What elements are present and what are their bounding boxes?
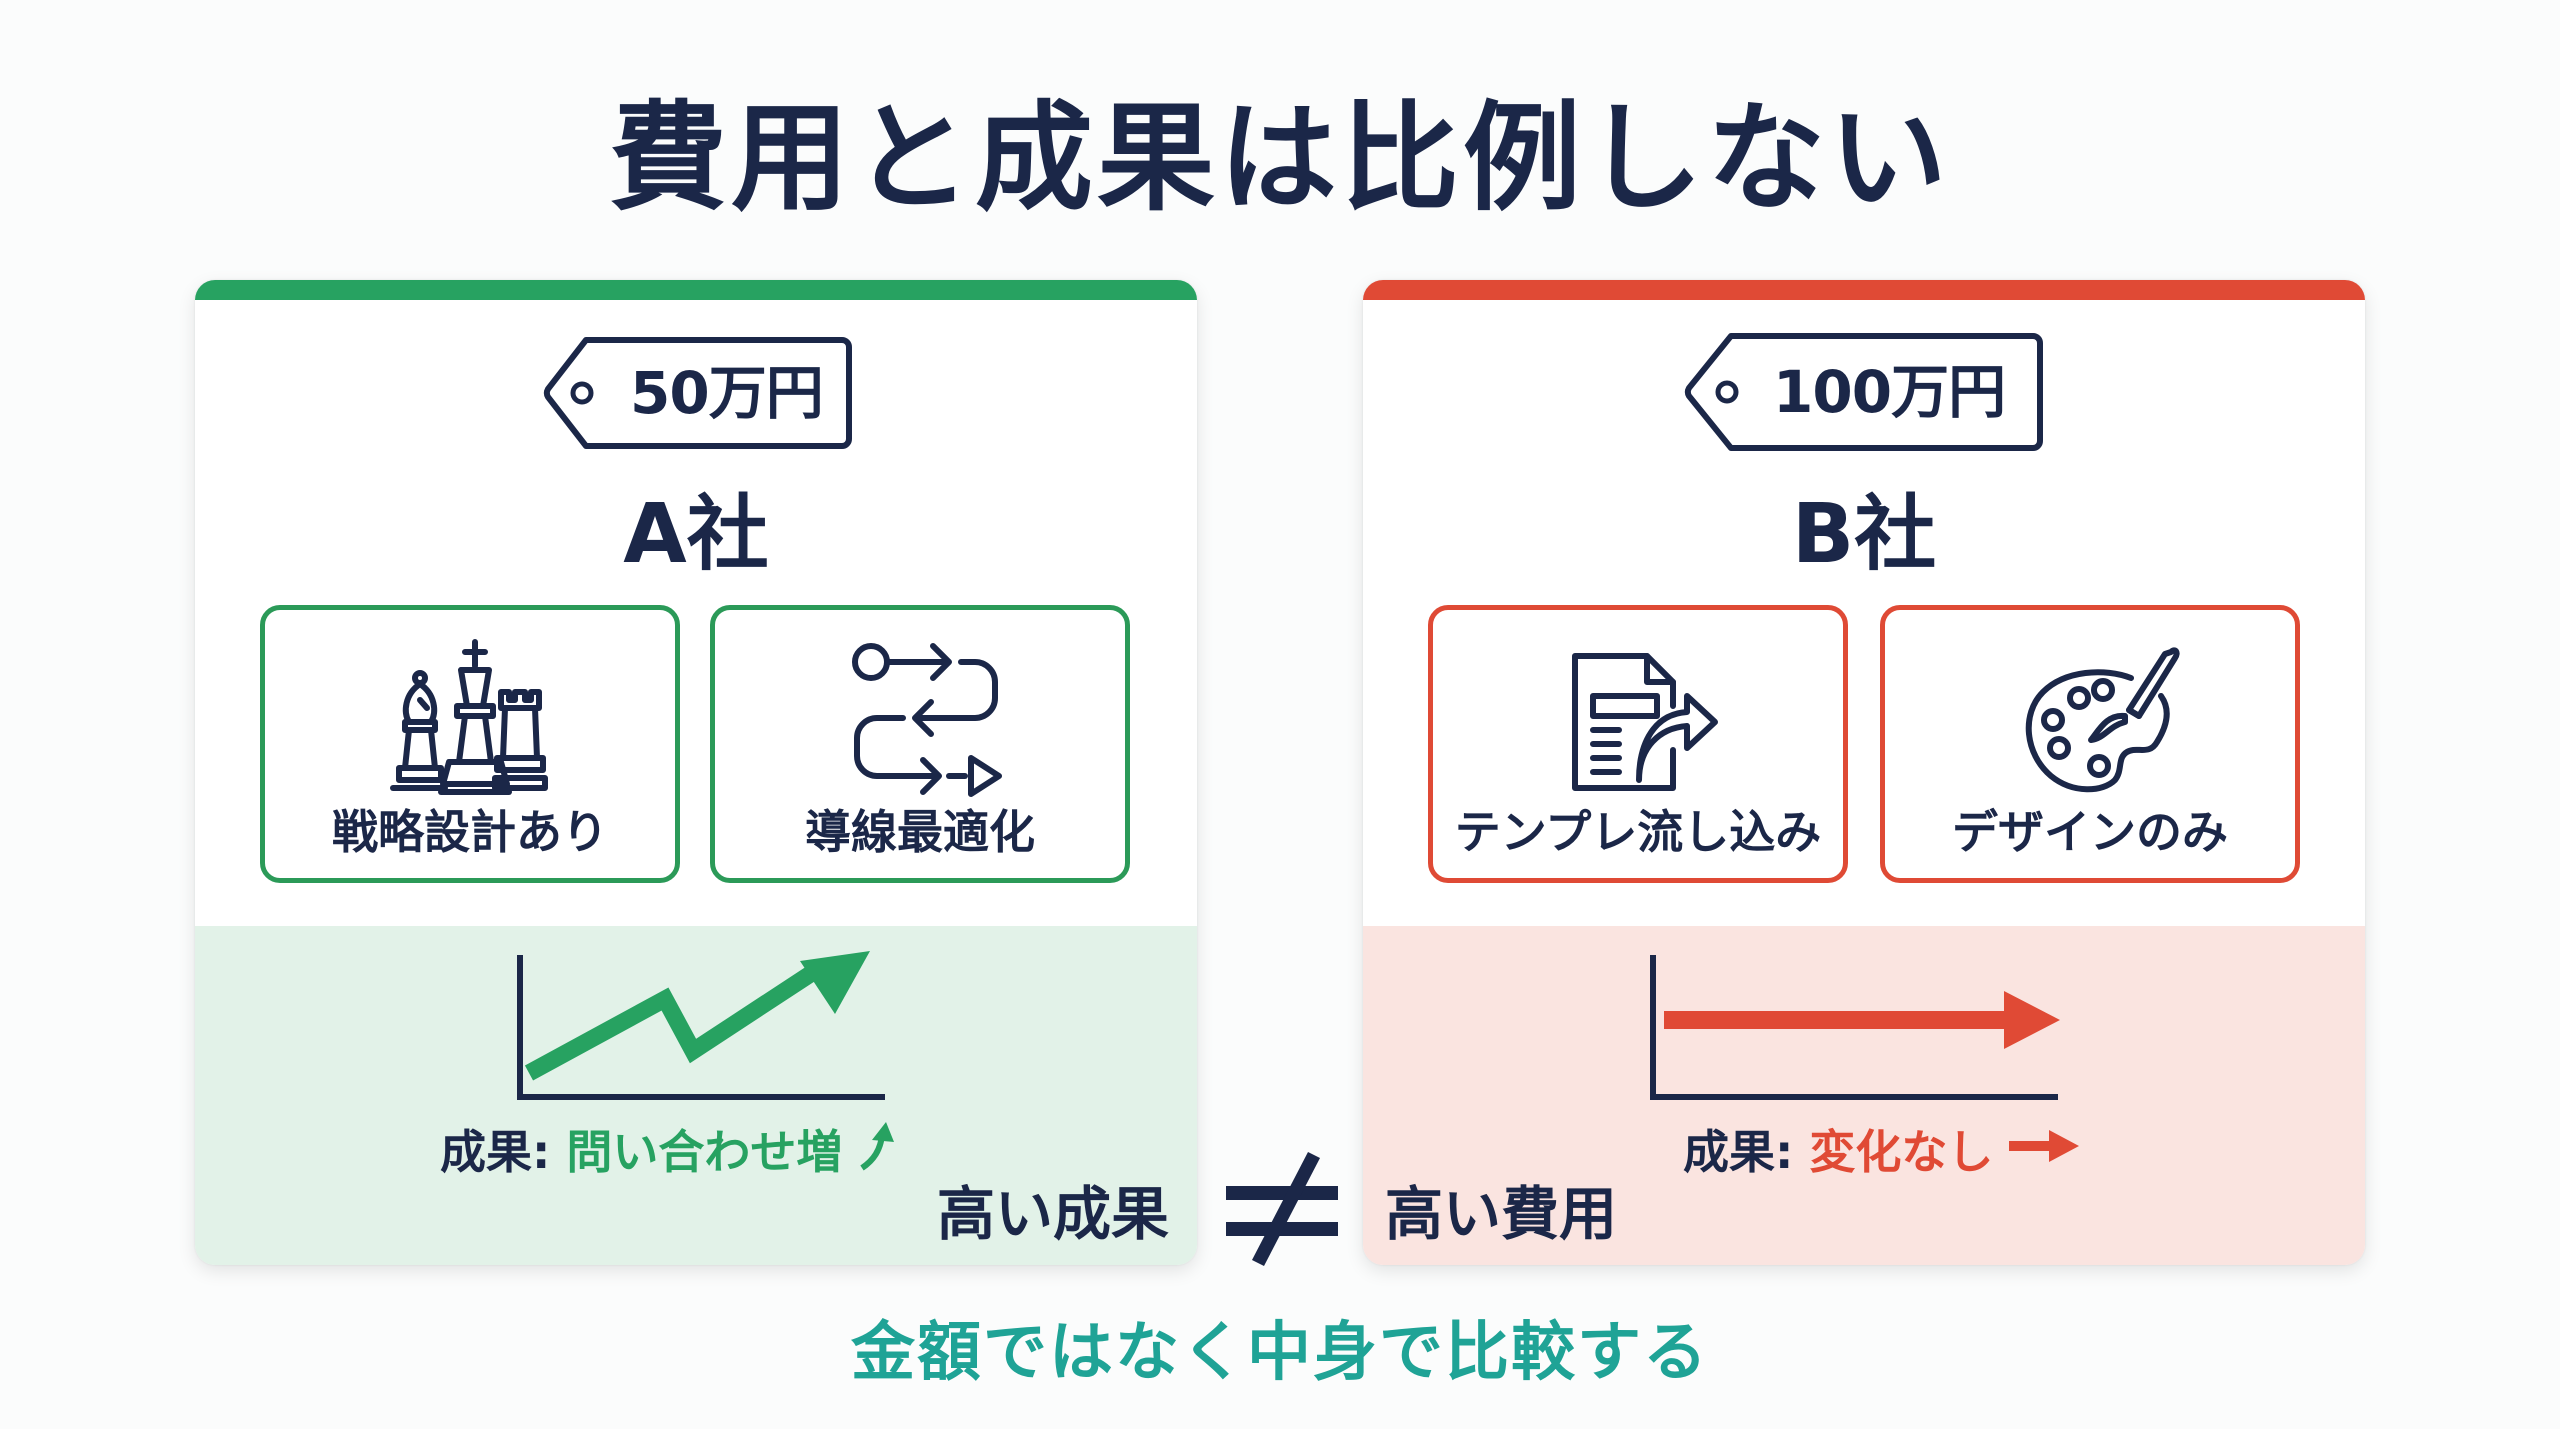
result-section: 成果: 変化なし 高い費用 — [1363, 926, 2365, 1265]
feature-label: 戦略設計あり — [332, 805, 608, 859]
chess-pieces-icon — [390, 639, 548, 795]
flat-trend-chart-icon — [1650, 955, 2060, 1100]
result-key: 成果: — [1683, 1125, 1794, 1179]
feature-label: 導線最適化 — [805, 805, 1035, 859]
result-text: 成果: 変化なし — [1683, 1122, 2081, 1182]
template-document-icon — [1572, 653, 1718, 791]
company-name: A社 — [623, 487, 769, 582]
company-name: B社 — [1791, 487, 1937, 582]
result-value: 変化なし — [1809, 1125, 1994, 1179]
feature-template-fill: テンプレ流し込み — [1428, 605, 1848, 883]
rising-trend-chart-icon — [517, 951, 885, 1100]
feature-strategy-design: 戦略設計あり — [260, 605, 680, 883]
flow-path-icon — [852, 643, 1002, 797]
card-accent-bar — [195, 280, 1197, 300]
not-equal-icon — [1226, 1152, 1338, 1266]
company-b-card: 100万円 B社 テンプレ流し込み デザインのみ — [1363, 280, 2365, 1265]
result-section: 成果: 問い合わせ増 高い成果 — [195, 926, 1197, 1265]
result-value: 問い合わせ増 — [566, 1125, 843, 1179]
card-accent-bar — [1363, 280, 2365, 300]
price-tag-icon — [1684, 333, 2043, 451]
page-title: 費用と成果は比例しない — [608, 89, 1951, 227]
price-value: 100万円 — [1773, 358, 2006, 426]
feature-label: テンプレ流し込み — [1454, 805, 1822, 859]
feature-design-only: デザインのみ — [1880, 605, 2300, 883]
feature-label: デザインのみ — [1952, 805, 2228, 859]
paint-palette-icon — [2025, 647, 2180, 793]
price-tag: 50万円 — [540, 334, 855, 452]
conclusion-text: 金額ではなく中身で比較する — [851, 1316, 1709, 1390]
right-arrow-icon — [2009, 1130, 2080, 1162]
feature-flow-optimization: 導線最適化 — [710, 605, 1130, 883]
price-tag: 100万円 — [1681, 330, 2046, 454]
comparison-label-cost: 高い費用 — [1385, 1180, 1618, 1248]
result-key: 成果: — [440, 1125, 551, 1179]
result-text: 成果: 問い合わせ増 — [440, 1122, 898, 1182]
up-arrow-icon — [860, 1122, 895, 1171]
price-tag-icon — [543, 337, 852, 449]
company-a-card: 50万円 A社 戦略設計あり — [195, 280, 1197, 1265]
comparison-label-result: 高い成果 — [937, 1180, 1170, 1248]
price-value: 50万円 — [630, 359, 824, 427]
